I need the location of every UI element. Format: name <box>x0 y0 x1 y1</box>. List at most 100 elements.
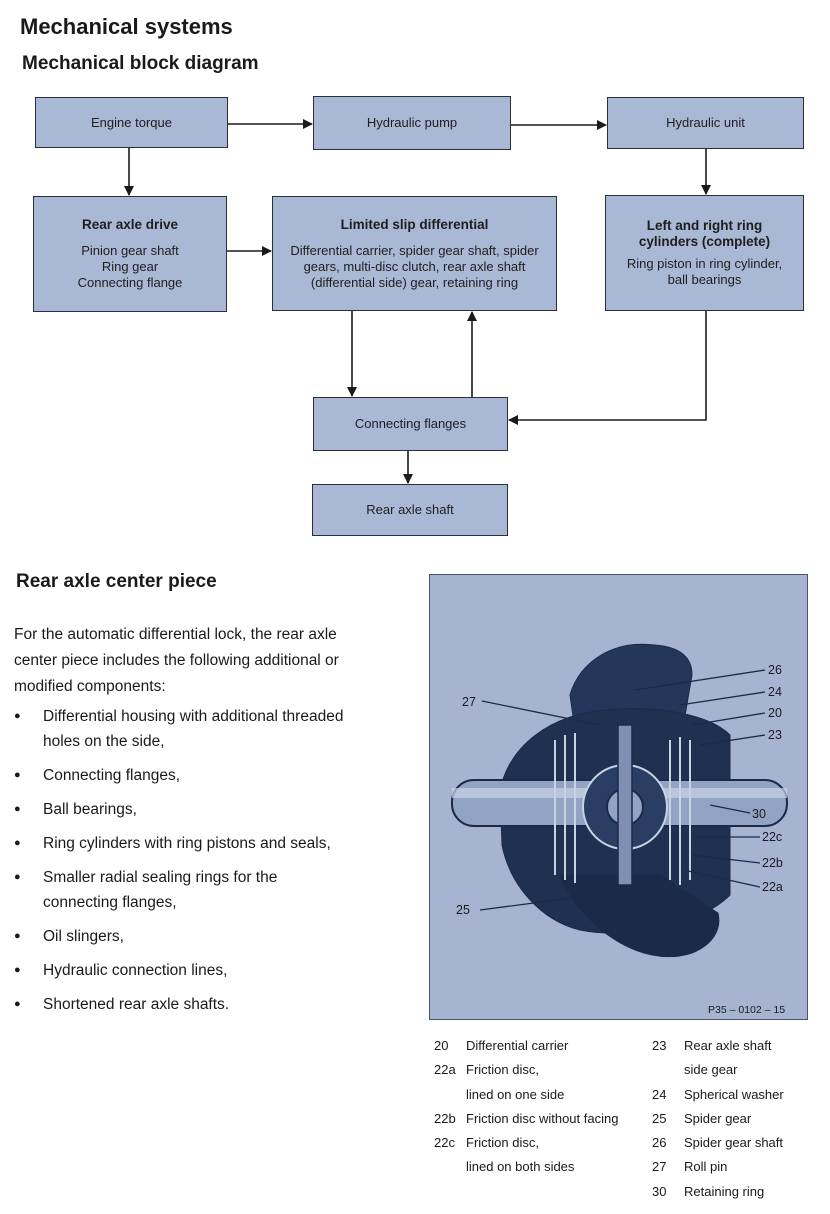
engine-torque-box: Engine torque <box>35 97 228 148</box>
legend-right-column: 23 Rear axle shaft side gear 24 Spherical … <box>652 1034 784 1204</box>
callout-label: 30 <box>752 807 766 821</box>
callout-label: 20 <box>768 706 782 720</box>
intro-line: modified components: <box>14 678 166 695</box>
engine-torque-label: Engine torque <box>91 114 172 130</box>
hydraulic-pump-box: Hydraulic pump <box>313 96 511 150</box>
legend-text: Friction disc without facing <box>466 1110 619 1126</box>
callout-label: 25 <box>456 903 470 917</box>
legend-number: 27 <box>652 1159 667 1175</box>
legend-row: 22a Friction disc, <box>434 1058 618 1082</box>
callout-label: 24 <box>768 685 782 699</box>
legend-number: 24 <box>652 1086 667 1102</box>
list-item-line: Ball bearings, <box>43 801 137 818</box>
legend-row: 26 Spider gear shaft <box>652 1131 784 1155</box>
legend-number <box>434 1155 466 1179</box>
rear-axle-drive-item: Connecting flange <box>77 275 183 290</box>
intro-line: center piece includes the following addi… <box>14 652 339 669</box>
ring-cylinders-title: Left and right ring <box>646 218 763 233</box>
ring-cylinders-title: cylinders (complete) <box>638 234 771 249</box>
legend-text: Spider gear shaft <box>684 1135 784 1151</box>
legend-text: Rear axle shaft <box>684 1038 772 1053</box>
figure-code: P35 – 0102 – 15 <box>708 1004 785 1016</box>
rear-axle-shaft-box: Rear axle shaft <box>312 484 508 536</box>
callout-label: 22a <box>762 880 783 894</box>
ring-cylinders-box: Left and right ring cylinders (complete)… <box>605 195 804 311</box>
legend-number: 22a <box>434 1062 456 1078</box>
rear-axle-drive-box: Rear axle drive Pinion gear shaft Ring g… <box>33 196 227 312</box>
legend-number: 22c <box>434 1135 455 1151</box>
list-item-line: Differential housing with additional thr… <box>43 708 344 725</box>
ring-cylinders-line: Ring piston in ring cylinder, <box>626 256 783 271</box>
list-item-line: Oil slingers, <box>43 928 124 945</box>
arrow-cylinders-to-flanges <box>508 311 707 425</box>
rear-axle-drive-title: Rear axle drive <box>81 217 179 232</box>
component-list: Differential housing with additional thr… <box>14 704 399 1026</box>
list-item-line: holes on the side, <box>43 733 165 750</box>
list-item: Ring cylinders with ring pistons and sea… <box>14 831 399 856</box>
legend-row: 22b Friction disc without facing <box>434 1107 618 1131</box>
differential-illustration: 26 24 20 23 27 30 22c 22b 22a 25 P35 – 0… <box>429 574 808 1020</box>
legend-number: 26 <box>652 1135 667 1151</box>
list-item-line: Connecting flanges, <box>43 767 181 784</box>
legend-row: 24 Spherical washer <box>652 1083 784 1107</box>
legend-text: Spider gear <box>684 1110 752 1126</box>
callout-label: 22b <box>762 856 783 870</box>
legend-text: lined on one side <box>466 1086 565 1102</box>
limited-slip-line: Differential carrier, spider gear shaft,… <box>290 242 539 258</box>
limited-slip-differential-title: Limited slip differential <box>340 216 489 232</box>
legend-number: 22b <box>434 1110 456 1126</box>
list-item-line: Ring cylinders with ring pistons and sea… <box>43 835 331 852</box>
legend-row: 22c Friction disc, <box>434 1131 618 1155</box>
legend-text: Friction disc, <box>466 1135 539 1151</box>
hydraulic-unit-box: Hydraulic unit <box>607 97 804 149</box>
page-title: Mechanical systems <box>20 14 233 39</box>
legend-text: Spherical washer <box>684 1086 784 1102</box>
legend-number <box>652 1058 684 1082</box>
rear-axle-drive-item: Ring gear <box>101 259 159 274</box>
callout-label: 22c <box>762 830 782 844</box>
diagram-arrows <box>124 119 711 484</box>
legend-number <box>434 1083 466 1107</box>
legend-text: Differential carrier <box>466 1038 569 1053</box>
list-item: Differential housing with additional thr… <box>14 704 399 754</box>
rear-axle-shaft-label: Rear axle shaft <box>366 502 454 517</box>
hydraulic-unit-label: Hydraulic unit <box>666 115 745 130</box>
rear-axle-drive-item: Pinion gear shaft <box>81 243 179 258</box>
legend-row: lined on both sides <box>434 1155 618 1179</box>
list-item: Shortened rear axle shafts. <box>14 992 399 1017</box>
limited-slip-differential-box: Limited slip differential Differential c… <box>272 196 557 311</box>
hydraulic-pump-label: Hydraulic pump <box>366 115 458 130</box>
list-item-line: Shortened rear axle shafts. <box>43 996 230 1013</box>
connecting-flanges-box: Connecting flanges <box>313 397 508 451</box>
list-item-line: Smaller radial sealing rings for the <box>43 869 278 886</box>
legend-number: 23 <box>652 1038 667 1053</box>
differential-cutaway-drawing: 26 24 20 23 27 30 22c 22b 22a 25 P35 – 0… <box>451 643 788 1016</box>
connecting-flanges-label: Connecting flanges <box>354 416 467 431</box>
section-subtitle: Mechanical block diagram <box>22 53 259 74</box>
callout-label: 26 <box>768 663 782 677</box>
legend-number: 25 <box>652 1110 667 1126</box>
legend-text: Retaining ring <box>684 1183 765 1199</box>
list-item-line: connecting flanges, <box>43 894 177 911</box>
legend-text: lined on both sides <box>466 1159 575 1175</box>
legend-number: 30 <box>652 1183 667 1199</box>
legend-row: side gear <box>652 1058 784 1082</box>
legend-row: 25 Spider gear <box>652 1107 784 1131</box>
list-item: Oil slingers, <box>14 924 399 949</box>
limited-slip-line: gears, multi-disc clutch, rear axle shaf… <box>303 258 526 274</box>
intro-line: For the automatic differential lock, the… <box>14 626 337 643</box>
limited-slip-line: (differential side) gear, retaining ring <box>310 274 519 290</box>
ring-cylinders-line: ball bearings <box>667 272 742 287</box>
legend-row: 23 Rear axle shaft <box>652 1034 784 1058</box>
callout-label: 23 <box>768 728 782 742</box>
legend-text: side gear <box>684 1062 738 1078</box>
legend-text: Friction disc, <box>466 1062 539 1078</box>
list-item-line: Hydraulic connection lines, <box>43 962 228 979</box>
intro-paragraph: For the automatic differential lock, the… <box>14 622 394 700</box>
legend-row: lined on one side <box>434 1083 618 1107</box>
callout-label: 27 <box>462 695 476 709</box>
list-item: Connecting flanges, <box>14 763 399 788</box>
